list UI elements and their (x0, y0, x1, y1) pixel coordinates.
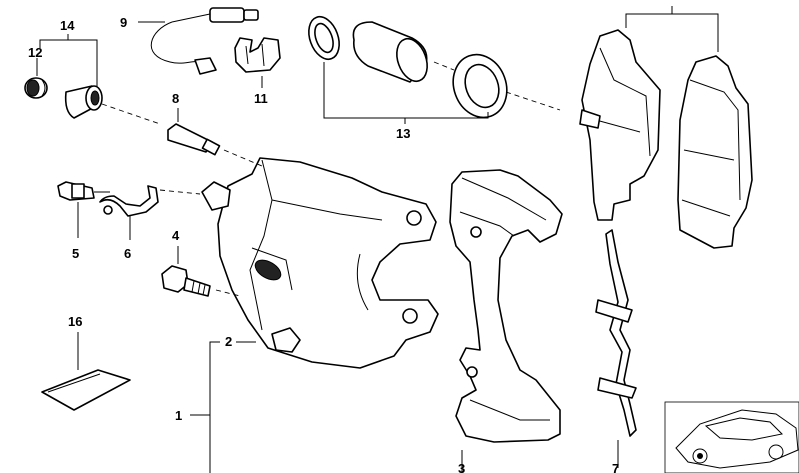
label-1: 1 (175, 408, 182, 423)
part-7-anti-rattle-spring: 7 (595, 229, 637, 473)
label-14: 14 (60, 18, 75, 33)
label-9: 9 (120, 15, 127, 30)
label-16: 16 (68, 314, 82, 329)
label-2: 2 (225, 334, 232, 349)
part-5-bleed-screw: 5 (57, 181, 110, 261)
part-11-clip: 11 (234, 37, 281, 106)
label-6: 6 (124, 246, 131, 261)
label-5: 5 (72, 246, 79, 261)
part-12-rubber-boot: 12 (24, 45, 48, 99)
label-13: 13 (396, 126, 410, 141)
part-3-carrier-bracket: 3 (449, 169, 563, 473)
part-8-guide-pin: 8 (167, 91, 221, 156)
part-2-caliper-housing: 2 (201, 157, 439, 369)
part-4-bolt: 4 (161, 228, 211, 297)
part-brake-pad-inner (579, 29, 661, 221)
callout-pads (625, 6, 719, 52)
label-11: 11 (254, 91, 268, 106)
vehicle-thumbnail (664, 401, 799, 473)
part-13-piston-kit: 13 (308, 15, 561, 141)
label-4: 4 (172, 228, 180, 243)
part-14-guide-sleeve (64, 85, 161, 125)
label-8: 8 (172, 91, 179, 106)
part-9-wear-sensor: 9 (120, 7, 259, 75)
part-brake-pad-outer (677, 55, 753, 249)
label-3: 3 (458, 461, 465, 473)
label-12: 12 (28, 45, 42, 60)
part-16-grease-packet: 16 (41, 314, 131, 411)
part-6-bracket-clip: 6 (99, 185, 159, 261)
callout-14: 14 (39, 18, 98, 88)
label-7: 7 (612, 461, 619, 473)
callout-1: 1 (175, 341, 220, 473)
